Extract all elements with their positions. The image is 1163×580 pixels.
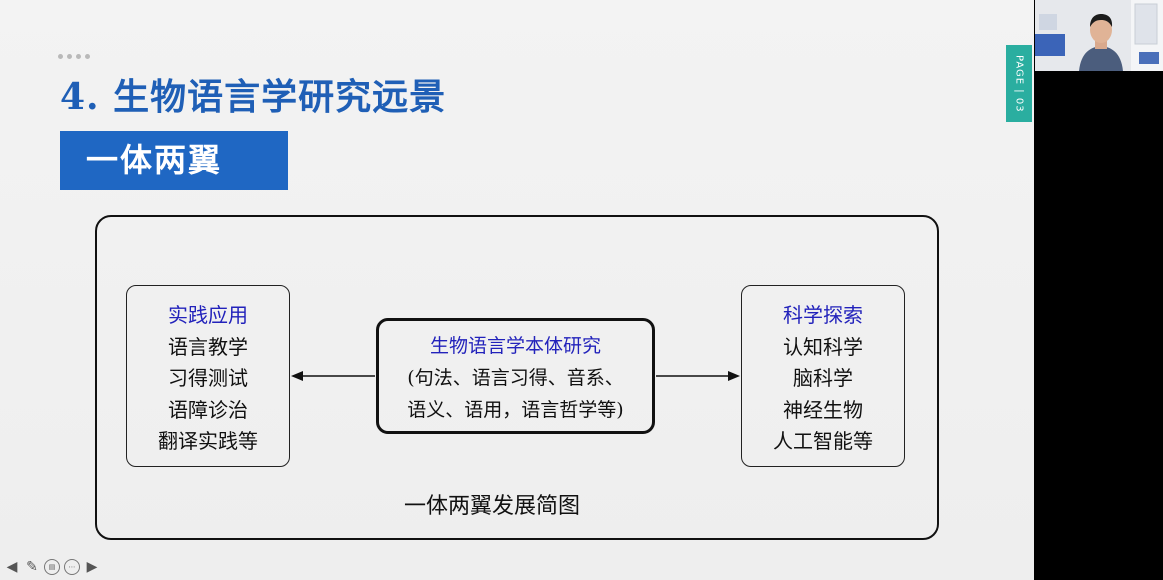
core-research-line: 语义、语用，语言哲学等) xyxy=(407,399,624,421)
core-research-heading: 生物语言学本体研究 xyxy=(429,335,601,357)
list-item: 习得测试 xyxy=(168,366,248,390)
section-banner: 一体两翼 xyxy=(60,131,288,190)
practice-application-box: 实践应用 语言教学 习得测试 语障诊治 翻译实践等 xyxy=(126,285,290,467)
arrow-left-icon[interactable]: ◀ xyxy=(6,559,18,575)
core-research-line: (句法、语言习得、音系、 xyxy=(407,367,624,389)
list-item: 人工智能等 xyxy=(773,429,873,453)
list-item: 认知科学 xyxy=(783,334,863,359)
pen-icon[interactable]: ✎ xyxy=(26,559,38,575)
page-tag-label: PAGE | 03 xyxy=(1013,54,1025,113)
arrow-to-left xyxy=(291,371,375,381)
science-exploration-box: 科学探索 认知科学 脑科学 神经生物 人工智能等 xyxy=(741,285,905,467)
diagram-arrows xyxy=(291,371,740,381)
core-research-box: 生物语言学本体研究 (句法、语言习得、音系、 语义、语用，语言哲学等) xyxy=(376,318,655,434)
slide-toolbar: ◀ ✎ ▤ ⋯ ▶ xyxy=(4,559,100,575)
presentation-slide: 4. 生物语言学研究远景 一体两翼 PAGE | 03 实践应用 语言教学 习得… xyxy=(0,0,1034,580)
more-icon[interactable]: ⋯ xyxy=(64,559,80,575)
practice-application-heading: 实践应用 xyxy=(168,303,248,327)
list-item: 翻译实践等 xyxy=(158,429,258,453)
webcam-video xyxy=(1035,0,1163,71)
diagram-frame xyxy=(95,215,939,540)
page-tag: PAGE | 03 xyxy=(1006,45,1032,122)
science-exploration-heading: 科学探索 xyxy=(783,303,863,327)
diagram-caption: 一体两翼发展简图 xyxy=(404,494,581,519)
list-item: 语言教学 xyxy=(168,334,248,359)
slide-title: 4. 生物语言学研究远景 xyxy=(60,76,447,118)
decorative-dots xyxy=(58,54,90,59)
list-item: 神经生物 xyxy=(783,397,863,422)
list-item: 脑科学 xyxy=(793,366,853,390)
subtitle-icon[interactable]: ▤ xyxy=(44,559,60,575)
arrow-to-right xyxy=(656,371,740,381)
presenter-image xyxy=(1035,0,1163,71)
list-item: 语障诊治 xyxy=(168,397,248,422)
arrow-right-icon[interactable]: ▶ xyxy=(86,559,98,575)
